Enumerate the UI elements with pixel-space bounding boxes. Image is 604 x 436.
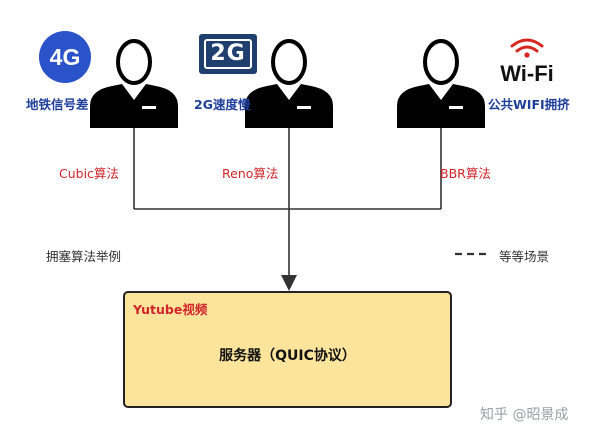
example-label: 拥塞算法举例	[46, 249, 122, 264]
algorithm-label-bbr: BBR算法	[440, 166, 491, 181]
user-figure-3	[397, 39, 485, 128]
server-box: Yutube视频 服务器（QUIC协议）	[123, 291, 452, 408]
4g-text: 4G	[50, 44, 81, 70]
2g-icon: 2G	[199, 34, 257, 74]
server-tag: Yutube视频	[133, 302, 208, 317]
user-label-subway: 地铁信号差	[26, 97, 89, 112]
user-label-wifi: 公共WIFI拥挤	[488, 97, 570, 112]
legend-label: 等等场景	[499, 249, 550, 264]
wifi-icon: Wi-Fi	[500, 38, 554, 86]
server-title: 服务器（QUIC协议）	[219, 348, 356, 364]
user-label-2g: 2G速度慢	[194, 97, 251, 112]
watermark: 知乎 @昭景成	[480, 407, 569, 423]
algorithm-label-reno: Reno算法	[222, 166, 279, 181]
algorithm-label-cubic: Cubic算法	[59, 166, 119, 181]
wifi-text: Wi-Fi	[500, 61, 554, 86]
user-figure-2	[245, 39, 333, 128]
4g-icon: 4G	[39, 31, 91, 83]
user-figure-1	[90, 39, 178, 128]
2g-text: 2G	[204, 39, 252, 69]
